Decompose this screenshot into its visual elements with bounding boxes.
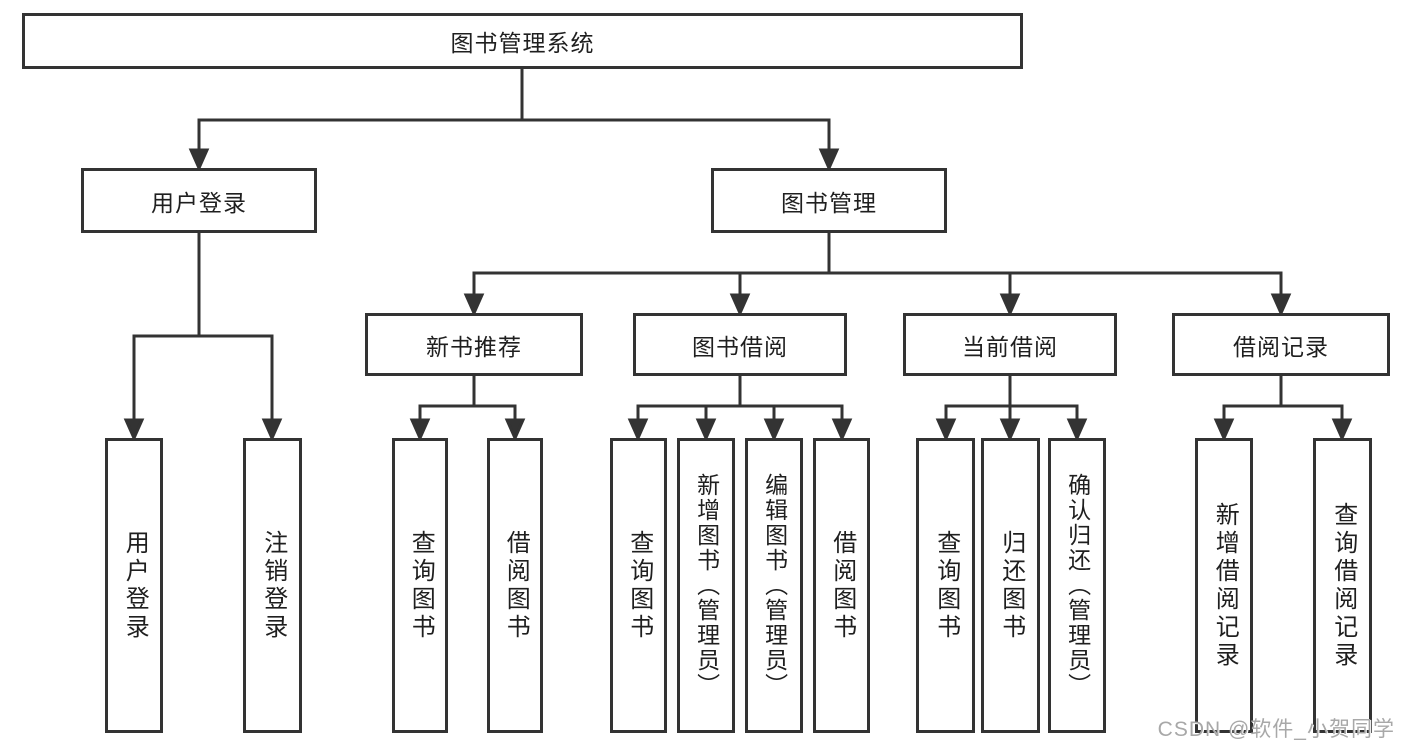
leaf-return-books-label: 归还图书 bbox=[997, 529, 1025, 642]
arrowhead bbox=[1066, 418, 1088, 442]
leaf-add-book-admin-label: 新增图书（管理员） bbox=[693, 473, 720, 698]
arrowhead bbox=[1331, 418, 1353, 442]
arrowhead bbox=[123, 418, 145, 442]
leaf-borrow-books-borrow-label: 借阅图书 bbox=[828, 529, 856, 642]
leaf-edit-book-admin: 编辑图书（管理员） bbox=[745, 438, 803, 733]
leaf-user-login: 用户登录 bbox=[105, 438, 163, 733]
arrowhead bbox=[999, 293, 1021, 317]
watermark: CSDN @软件_小贺同学 bbox=[1157, 718, 1395, 741]
arrowhead bbox=[999, 418, 1021, 442]
arrowhead bbox=[261, 418, 283, 442]
node-user-login-label: 用户登录 bbox=[151, 189, 247, 216]
node-new-book-recommend: 新书推荐 bbox=[365, 313, 583, 376]
node-book-borrow: 图书借阅 bbox=[633, 313, 847, 376]
connector-book-management-to-level3 bbox=[463, 233, 1292, 317]
node-new-book-recommend-label: 新书推荐 bbox=[426, 333, 522, 360]
node-borrow-records: 借阅记录 bbox=[1172, 313, 1390, 376]
arrowhead bbox=[935, 418, 957, 442]
node-current-borrow-label: 当前借阅 bbox=[962, 333, 1058, 360]
leaf-logout-login-label: 注销登录 bbox=[259, 529, 287, 642]
node-borrow-records-label: 借阅记录 bbox=[1233, 333, 1329, 360]
leaf-query-borrow-record-label: 查询借阅记录 bbox=[1329, 501, 1357, 670]
connector-borrow-records-branch bbox=[1213, 376, 1353, 442]
node-book-borrow-label: 图书借阅 bbox=[692, 333, 788, 360]
connector-current-borrow-branch bbox=[935, 376, 1088, 442]
connector-root-to-level2 bbox=[188, 69, 840, 172]
leaf-borrow-books-recommend-label: 借阅图书 bbox=[502, 529, 530, 642]
leaf-query-books-current: 查询图书 bbox=[916, 438, 975, 733]
arrowhead bbox=[831, 418, 853, 442]
leaf-query-books-recommend-label: 查询图书 bbox=[407, 529, 435, 642]
leaf-user-login-label: 用户登录 bbox=[121, 529, 149, 642]
leaf-add-book-admin: 新增图书（管理员） bbox=[677, 438, 735, 733]
arrowhead bbox=[818, 148, 840, 172]
connector-book-borrow-branch bbox=[627, 376, 853, 442]
arrowhead bbox=[1213, 418, 1235, 442]
node-book-management: 图书管理 bbox=[711, 168, 947, 233]
arrowhead bbox=[1270, 293, 1292, 317]
leaf-query-books-borrow-label: 查询图书 bbox=[625, 529, 653, 642]
leaf-add-borrow-record-label: 新增借阅记录 bbox=[1211, 501, 1239, 670]
node-book-management-label: 图书管理 bbox=[781, 189, 877, 216]
arrowhead bbox=[729, 293, 751, 317]
leaf-add-borrow-record: 新增借阅记录 bbox=[1195, 438, 1253, 733]
leaf-edit-book-admin-label: 编辑图书（管理员） bbox=[761, 473, 788, 698]
arrowhead bbox=[627, 418, 649, 442]
node-root-label: 图书管理系统 bbox=[450, 30, 595, 56]
leaf-query-borrow-record: 查询借阅记录 bbox=[1313, 438, 1372, 733]
leaf-query-books-recommend: 查询图书 bbox=[392, 438, 448, 733]
connector-user-login-branch bbox=[123, 233, 283, 442]
node-user-login: 用户登录 bbox=[81, 168, 317, 233]
arrowhead bbox=[695, 418, 717, 442]
leaf-query-books-borrow: 查询图书 bbox=[610, 438, 667, 733]
arrowhead bbox=[763, 418, 785, 442]
arrowhead bbox=[188, 148, 210, 172]
leaf-borrow-books-borrow: 借阅图书 bbox=[813, 438, 870, 733]
leaf-confirm-return-admin-label: 确认归还（管理员） bbox=[1064, 473, 1091, 698]
leaf-borrow-books-recommend: 借阅图书 bbox=[487, 438, 543, 733]
arrowhead bbox=[504, 418, 526, 442]
arrowhead bbox=[463, 293, 485, 317]
leaf-query-books-current-label: 查询图书 bbox=[932, 529, 960, 642]
arrowhead bbox=[409, 418, 431, 442]
leaf-logout-login: 注销登录 bbox=[243, 438, 302, 733]
node-current-borrow: 当前借阅 bbox=[903, 313, 1117, 376]
leaf-confirm-return-admin: 确认归还（管理员） bbox=[1048, 438, 1106, 733]
leaf-return-books: 归还图书 bbox=[981, 438, 1040, 733]
connector-new-book-recommend-branch bbox=[409, 376, 526, 442]
node-root: 图书管理系统 bbox=[22, 13, 1023, 69]
